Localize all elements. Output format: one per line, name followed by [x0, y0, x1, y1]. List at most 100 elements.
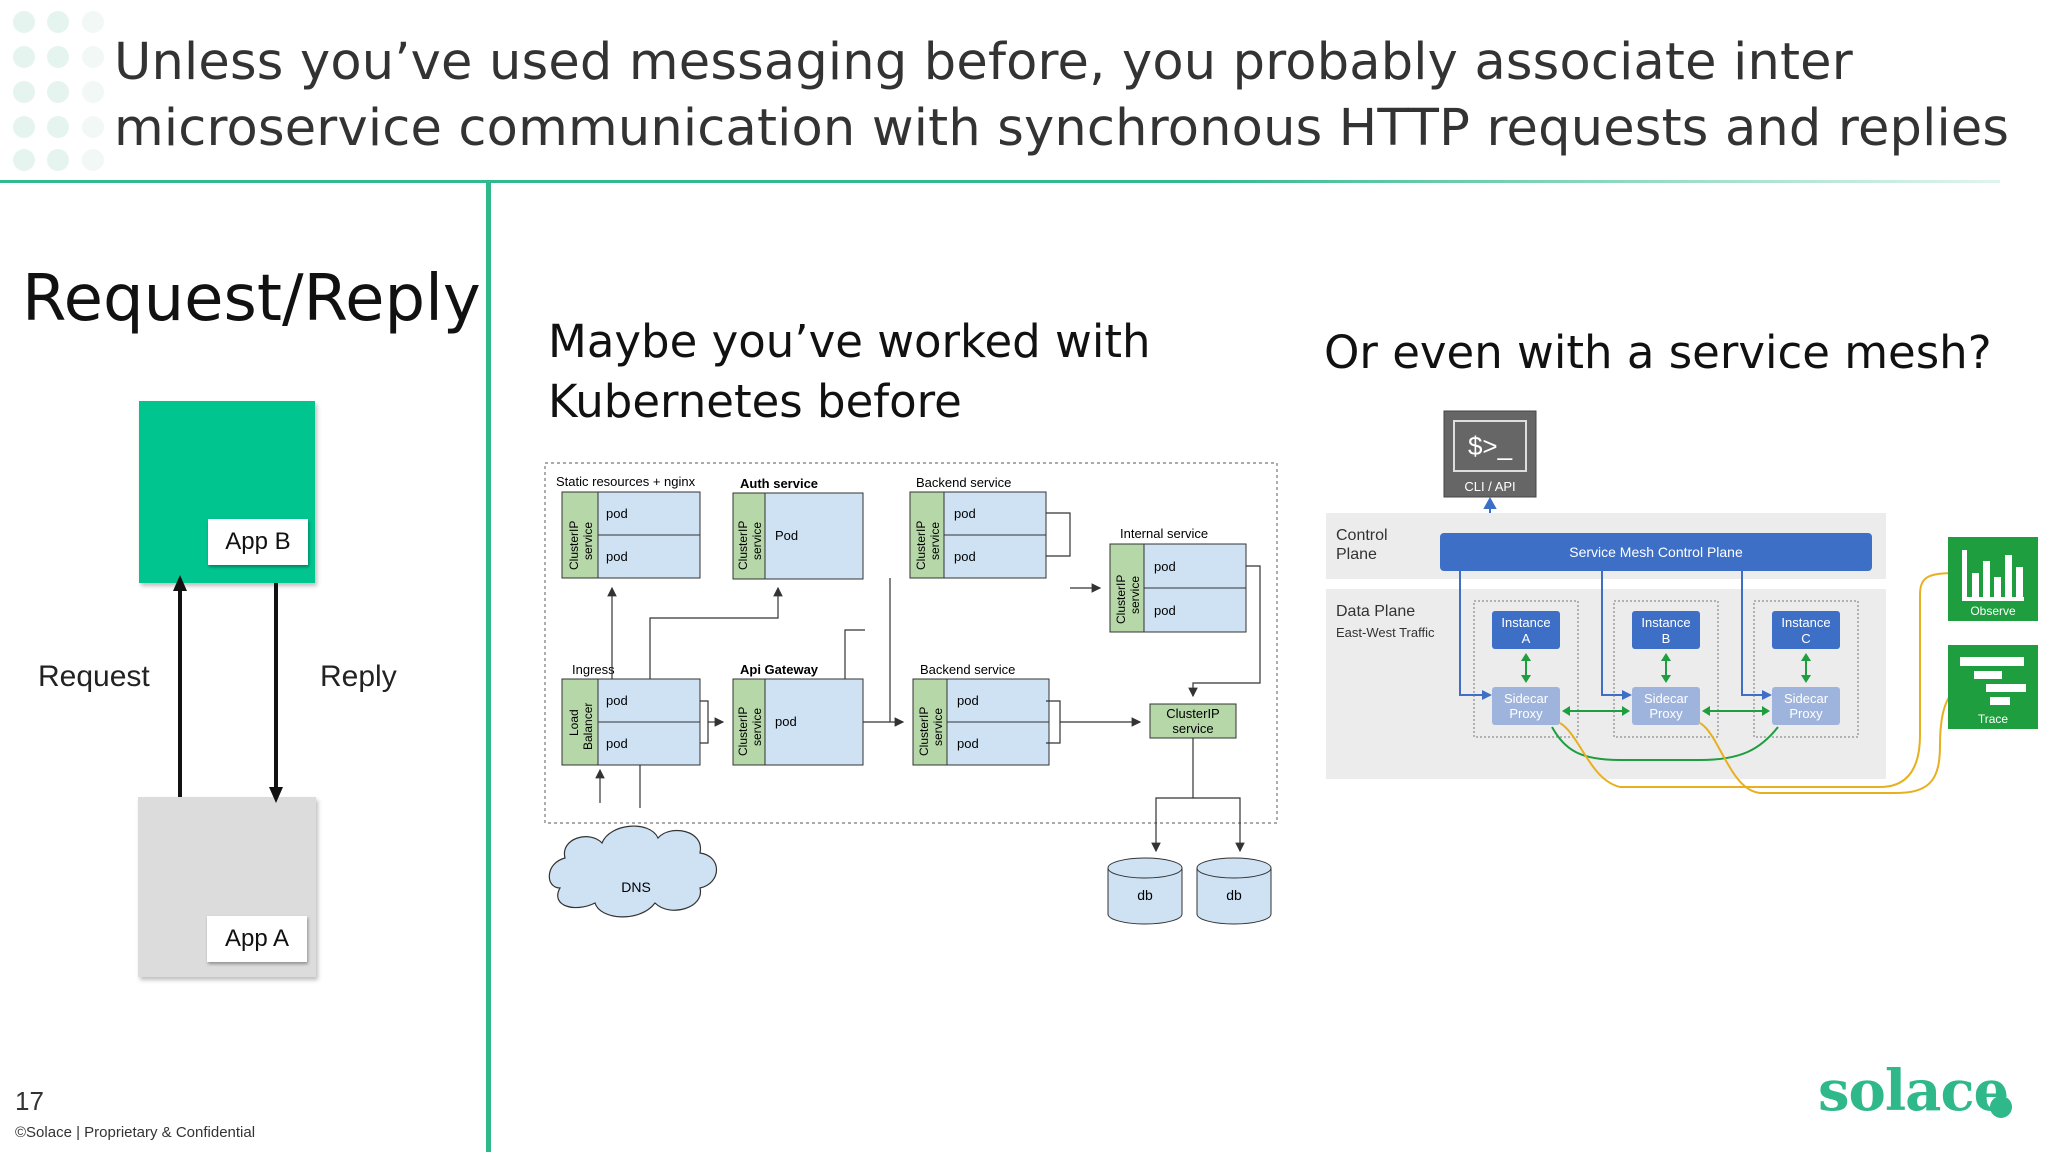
db-cylinder-1: db — [1107, 857, 1183, 925]
svg-text:Proxy: Proxy — [1649, 706, 1683, 721]
service-mesh-diagram: $>_ CLI / API Control Plane Service Mesh… — [1326, 410, 2038, 794]
svg-text:DNS: DNS — [621, 879, 651, 895]
svg-text:Sidecar: Sidecar — [1784, 691, 1829, 706]
cli-terminal-icon: $>_ CLI / API — [1443, 410, 1537, 498]
svg-text:service: service — [931, 708, 945, 746]
group-label-auth: Auth service — [740, 476, 818, 491]
solace-logo: solace — [1818, 1058, 2009, 1124]
backend-service-2: ClusterIP service pod pod — [912, 678, 1050, 766]
kubernetes-heading: Maybe you’ve worked with Kubernetes befo… — [548, 312, 1151, 432]
svg-text:ClusterIP: ClusterIP — [914, 521, 928, 570]
instance-group-a: Instance A Sidecar Proxy — [1473, 600, 1579, 738]
app-a-box: App A — [138, 797, 316, 977]
group-label-gateway: Api Gateway — [740, 662, 819, 677]
svg-text:ClusterIP: ClusterIP — [1166, 706, 1219, 721]
decorative-dots — [13, 11, 104, 171]
ingress-service: Load Balancer pod pod — [561, 678, 701, 766]
svg-text:Instance: Instance — [1501, 615, 1550, 630]
app-b-box: App B — [139, 401, 315, 583]
gateway-service: ClusterIP service pod — [732, 678, 864, 766]
svg-text:pod: pod — [954, 506, 976, 521]
kubernetes-heading-line-1: Maybe you’ve worked with — [548, 315, 1151, 368]
page-number: 17 — [15, 1086, 44, 1116]
svg-text:A: A — [1522, 631, 1531, 646]
svg-text:pod: pod — [954, 549, 976, 564]
svg-text:ClusterIP: ClusterIP — [917, 707, 931, 756]
svg-text:Sidecar: Sidecar — [1644, 691, 1689, 706]
internal-service: ClusterIP service pod pod — [1109, 543, 1247, 633]
svg-text:pod: pod — [1154, 559, 1176, 574]
svg-text:Balancer: Balancer — [581, 703, 595, 750]
svg-text:service: service — [581, 522, 595, 560]
svg-text:db: db — [1226, 887, 1242, 903]
svg-text:pod: pod — [606, 506, 628, 521]
svg-text:pod: pod — [1154, 603, 1176, 618]
db-cylinder-2: db — [1196, 857, 1272, 925]
svg-text:Proxy: Proxy — [1789, 706, 1823, 721]
solace-logo-dot — [1990, 1096, 2012, 1118]
app-a-label: App A — [207, 916, 307, 962]
svg-text:Service Mesh Control Plane: Service Mesh Control Plane — [1569, 544, 1743, 560]
svg-text:pod: pod — [606, 736, 628, 751]
svg-text:Observe: Observe — [1970, 604, 2016, 618]
svg-text:Instance: Instance — [1641, 615, 1690, 630]
svg-text:Control: Control — [1336, 527, 1388, 544]
svg-text:B: B — [1662, 631, 1671, 646]
slide-title: Unless you’ve used messaging before, you… — [114, 30, 2010, 162]
service-mesh-heading: Or even with a service mesh? — [1324, 326, 1992, 379]
instance-group-c: Instance C Sidecar Proxy — [1753, 600, 1859, 738]
svg-text:ClusterIP: ClusterIP — [567, 521, 581, 570]
svg-text:Sidecar: Sidecar — [1504, 691, 1549, 706]
trace-icon: Trace — [1948, 645, 2038, 729]
svg-text:ClusterIP: ClusterIP — [736, 521, 750, 570]
svg-text:Pod: Pod — [775, 528, 798, 543]
auth-service: ClusterIP service Pod — [732, 492, 864, 580]
group-label-backend-2: Backend service — [920, 662, 1015, 677]
svg-text:pod: pod — [606, 693, 628, 708]
kubernetes-heading-line-2: Kubernetes before — [548, 375, 962, 428]
svg-text:Plane: Plane — [1336, 546, 1377, 563]
svg-text:CLI / API: CLI / API — [1464, 479, 1515, 494]
svg-text:Proxy: Proxy — [1509, 706, 1543, 721]
group-label-static: Static resources + nginx — [556, 474, 696, 489]
copyright-notice: ©Solace | Proprietary & Confidential — [15, 1124, 256, 1141]
svg-text:East-West Traffic: East-West Traffic — [1336, 625, 1435, 640]
request-label: Request — [38, 660, 150, 693]
svg-text:$>_: $>_ — [1468, 431, 1513, 461]
svg-text:ClusterIP: ClusterIP — [1114, 575, 1128, 624]
svg-text:pod: pod — [957, 736, 979, 751]
svg-text:Instance: Instance — [1781, 615, 1830, 630]
slide-title-line-2: microservice communication with synchron… — [114, 99, 2010, 158]
group-label-ingress: Ingress — [572, 662, 615, 677]
svg-text:service: service — [1128, 576, 1142, 614]
observe-icon: Observe — [1948, 537, 2038, 621]
kubernetes-diagram: Static resources + nginx ClusterIP servi… — [544, 462, 1278, 925]
svg-text:Load: Load — [567, 709, 581, 736]
app-b-label: App B — [208, 519, 308, 565]
request-reply-arrows — [173, 575, 283, 803]
svg-text:service: service — [750, 522, 764, 560]
backend-service-1: ClusterIP service pod pod — [909, 491, 1047, 579]
svg-text:service: service — [1172, 721, 1213, 736]
group-label-backend-1: Backend service — [916, 475, 1011, 490]
svg-text:pod: pod — [957, 693, 979, 708]
static-service: ClusterIP service pod pod — [561, 491, 701, 579]
group-label-internal: Internal service — [1120, 526, 1208, 541]
svg-text:service: service — [928, 522, 942, 560]
control-plane-bar — [1440, 533, 1872, 571]
svg-text:ClusterIP: ClusterIP — [736, 707, 750, 756]
svg-text:Data Plane: Data Plane — [1336, 603, 1415, 620]
column-divider — [486, 183, 491, 1152]
svg-text:pod: pod — [606, 549, 628, 564]
cluster-boundary — [544, 462, 1278, 824]
dns-cloud: DNS — [548, 825, 717, 918]
svg-text:db: db — [1137, 887, 1153, 903]
svg-text:C: C — [1801, 631, 1810, 646]
svg-text:service: service — [750, 708, 764, 746]
clusterip-service: ClusterIP service — [1149, 703, 1237, 739]
request-reply-heading: Request/Reply — [22, 262, 481, 336]
reply-label: Reply — [320, 660, 397, 693]
svg-text:Trace: Trace — [1978, 712, 2009, 726]
svg-text:pod: pod — [775, 714, 797, 729]
title-divider — [0, 180, 2000, 183]
